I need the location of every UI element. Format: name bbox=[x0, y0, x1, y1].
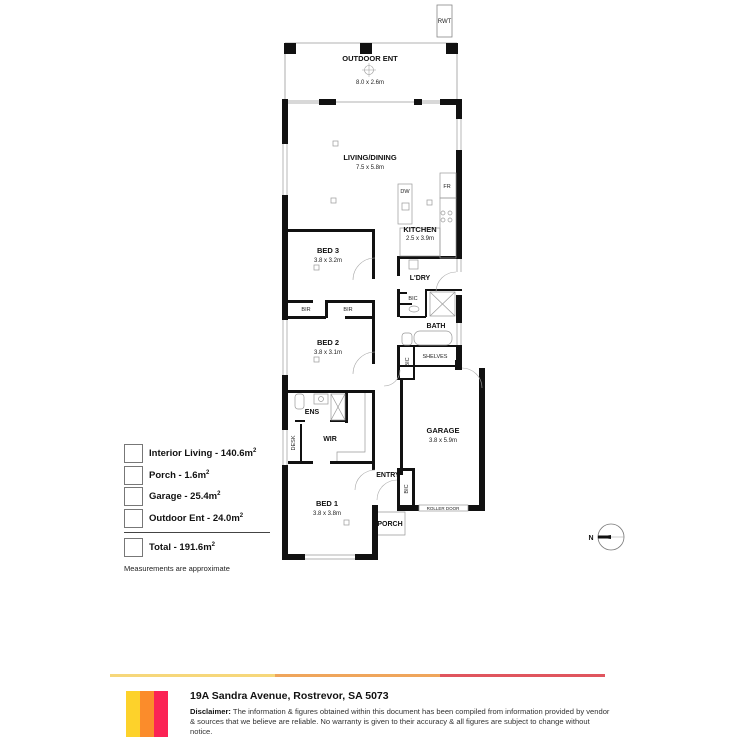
legend-swatch bbox=[124, 508, 143, 528]
dw-label: DW bbox=[400, 189, 410, 195]
brand-logo bbox=[126, 691, 168, 737]
garage-dims: 3.8 x 5.9m bbox=[429, 438, 457, 444]
bir2-label: BIR bbox=[343, 307, 352, 313]
bed2-label: BED 2 bbox=[317, 338, 339, 347]
legend-swatch bbox=[124, 538, 143, 558]
measurements-note: Measurements are approximate bbox=[124, 563, 230, 573]
door-swings bbox=[352, 257, 483, 501]
legend-label: Interior Living - 140.6m bbox=[149, 448, 253, 460]
north-compass-icon bbox=[597, 523, 625, 551]
legend-total: Total - 191.6m2 bbox=[124, 537, 274, 559]
legend-swatch bbox=[124, 465, 143, 485]
legend-item-interior: Interior Living - 140.6m2 bbox=[124, 443, 274, 465]
legend-item-outdoor: Outdoor Ent - 24.0m2 bbox=[124, 508, 274, 530]
footer-line-orange bbox=[275, 674, 440, 677]
porch-label: PORCH bbox=[377, 521, 402, 528]
bir1-label: BIR bbox=[301, 307, 310, 313]
laundry-label: L'DRY bbox=[410, 275, 431, 282]
legend-item-porch: Porch - 1.6m2 bbox=[124, 465, 274, 487]
legend-swatch bbox=[124, 487, 143, 507]
bed2-dims: 3.8 x 3.1m bbox=[314, 350, 342, 356]
interior-walls bbox=[288, 229, 462, 508]
ens-label: ENS bbox=[305, 409, 320, 416]
rainwater-tank bbox=[436, 4, 453, 38]
bed1-dims: 3.8 x 3.8m bbox=[313, 511, 341, 517]
bed3-label: BED 3 bbox=[317, 246, 339, 255]
disclaimer: Disclaimer: The information & figures ob… bbox=[190, 707, 610, 737]
disclaimer-label: Disclaimer: bbox=[190, 707, 231, 716]
wir-label: WIR bbox=[323, 436, 337, 443]
legend-label: Porch - 1.6m bbox=[149, 469, 207, 481]
shelves-label: SHELVES bbox=[423, 354, 448, 360]
logo-bar-red bbox=[154, 691, 168, 737]
rwt-label: RWT bbox=[438, 19, 452, 25]
bic-entry-label: BIC bbox=[404, 484, 410, 493]
exterior-walls bbox=[282, 99, 485, 560]
living-dining-label: LIVING/DINING bbox=[343, 153, 397, 162]
fr-label: FR bbox=[443, 184, 450, 190]
outdoor-ent-area bbox=[284, 42, 458, 100]
property-address: 19A Sandra Avenue, Rostrevor, SA 5073 bbox=[190, 690, 389, 702]
area-legend: Interior Living - 140.6m2 Porch - 1.6m2 … bbox=[124, 443, 274, 573]
outdoor-ent-label: OUTDOOR ENT bbox=[342, 54, 398, 63]
logo-bar-orange bbox=[140, 691, 154, 737]
garage-label: GARAGE bbox=[427, 426, 460, 435]
entry-label: ENTRY bbox=[376, 472, 400, 479]
roller-door-label: ROLLER DOOR bbox=[427, 506, 461, 511]
bed1-label: BED 1 bbox=[316, 499, 338, 508]
legend-total-label: Total - 191.6m bbox=[149, 542, 212, 554]
windows bbox=[282, 100, 462, 560]
bath-label: BATH bbox=[427, 323, 446, 330]
desk-label: DESK bbox=[291, 435, 297, 450]
disclaimer-text: The information & figures obtained withi… bbox=[190, 707, 610, 736]
legend-divider bbox=[124, 532, 270, 533]
outdoor-ent-dims: 8.0 x 2.6m bbox=[356, 80, 384, 86]
living-dining-dims: 7.5 x 5.8m bbox=[356, 165, 384, 171]
bed3-dims: 3.8 x 3.2m bbox=[314, 258, 342, 264]
bic-laundry-label: BIC bbox=[408, 296, 417, 302]
legend-swatch bbox=[124, 444, 143, 464]
footer-line-yellow bbox=[110, 674, 275, 677]
legend-label: Outdoor Ent - 24.0m bbox=[149, 512, 240, 524]
kitchen-dims: 2.5 x 3.9m bbox=[406, 236, 434, 242]
legend-label: Garage - 25.4m bbox=[149, 491, 218, 503]
kitchen-fixtures bbox=[294, 140, 469, 536]
footer-line-red bbox=[440, 674, 605, 677]
north-label: N bbox=[588, 535, 593, 542]
logo-bar-yellow bbox=[126, 691, 140, 737]
kitchen-label: KITCHEN bbox=[403, 225, 436, 234]
bic-shelves-label: BIC bbox=[405, 357, 411, 366]
legend-item-garage: Garage - 25.4m2 bbox=[124, 486, 274, 508]
